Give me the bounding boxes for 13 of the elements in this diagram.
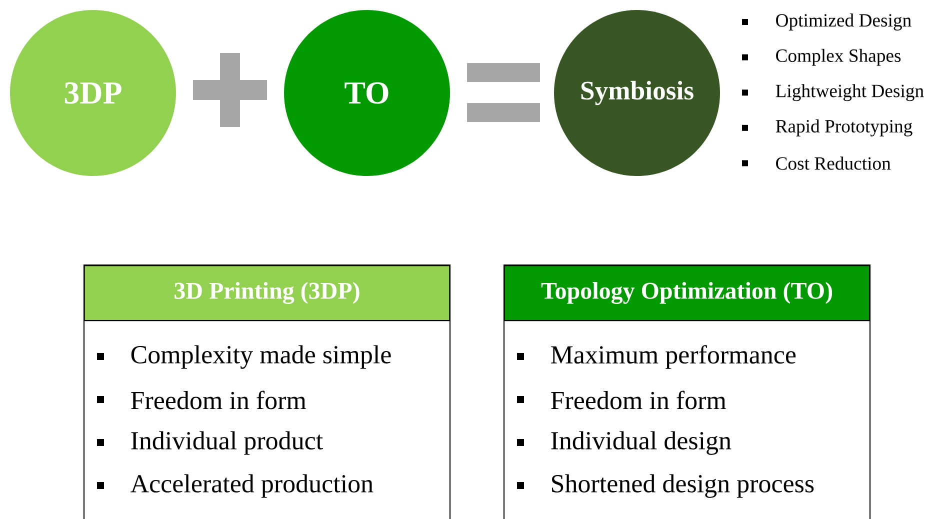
bullet-item: Complex Shapes (776, 48, 901, 66)
bullet-item: Optimized Design (776, 14, 912, 30)
bullet-item: Complexity made simple (131, 345, 391, 369)
bullet-item: Lightweight Design (776, 84, 924, 102)
bullet-item: Accelerated production (130, 474, 374, 498)
bullet-item: Individual design (551, 431, 732, 455)
bullet-item: Shortened design process (552, 474, 814, 498)
bullet-item: Cost Reduction (776, 156, 891, 170)
bullet-item: Maximum performance (551, 345, 796, 369)
bullet-item: Rapid Prototyping (776, 119, 912, 136)
bullet-item: Individual product (131, 431, 323, 455)
bullet-item: Freedom in form (131, 390, 306, 410)
bullet-item: Freedom in form (551, 390, 726, 410)
